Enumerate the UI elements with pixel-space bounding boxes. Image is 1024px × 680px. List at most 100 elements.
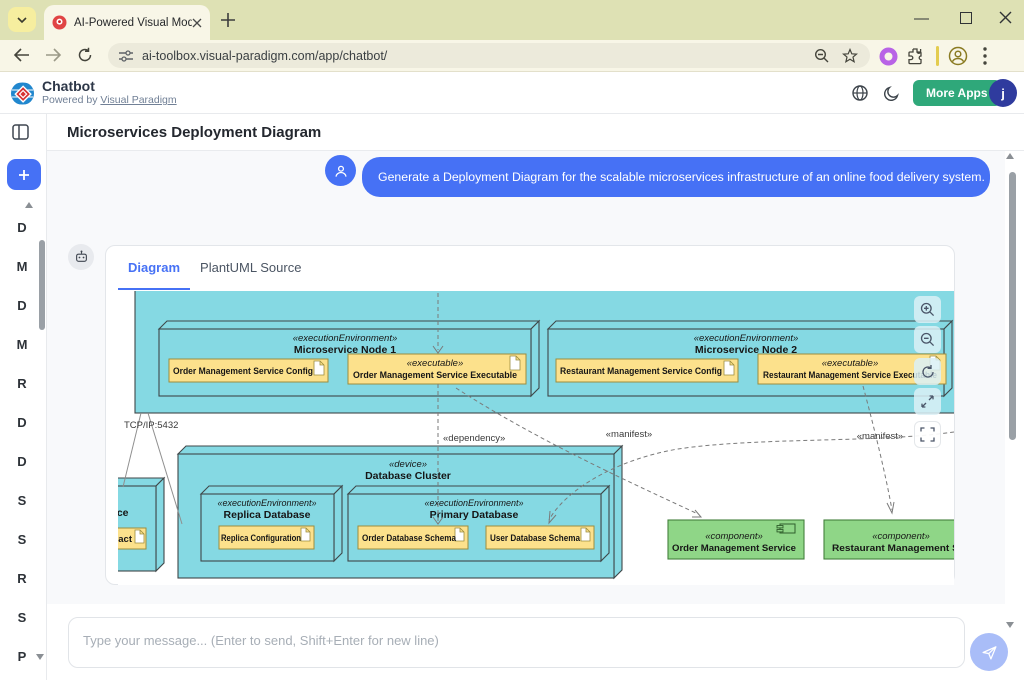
artifact-doc-icon bbox=[314, 361, 324, 375]
window-close-button[interactable] bbox=[999, 11, 1012, 24]
component1-stereotype: «component» bbox=[705, 531, 763, 542]
diagram-viewport[interactable]: rvice ntract «executionEnvironment» Micr… bbox=[118, 291, 954, 585]
sidebar-item-conversation[interactable]: D bbox=[13, 454, 31, 469]
message-input[interactable] bbox=[69, 618, 964, 667]
sidebar-scrollbar-thumb[interactable] bbox=[39, 240, 45, 330]
visual-paradigm-link[interactable]: Visual Paradigm bbox=[100, 94, 176, 106]
window-minimize-button[interactable]: — bbox=[914, 11, 929, 26]
partial-node-name: rvice bbox=[118, 507, 129, 519]
node1-exec-name: Order Management Service Executable bbox=[353, 370, 517, 381]
primary-stereotype: «executionEnvironment» bbox=[424, 498, 523, 508]
person-icon bbox=[332, 162, 350, 180]
artifact-doc-icon bbox=[724, 361, 734, 375]
deployment-diagram: rvice ntract «executionEnvironment» Micr… bbox=[118, 291, 954, 585]
sidebar-item-conversation[interactable]: M bbox=[13, 259, 31, 274]
forward-button[interactable] bbox=[42, 44, 64, 66]
sidebar-item-conversation[interactable]: P bbox=[13, 649, 31, 664]
component2-name: Restaurant Management Serv bbox=[832, 543, 954, 554]
sidebar-item-conversation[interactable]: D bbox=[13, 415, 31, 430]
chat-scrollbar-thumb[interactable] bbox=[1009, 172, 1016, 440]
tcp-label: TCP/IP:5432 bbox=[124, 420, 178, 431]
tab-title: AI-Powered Visual Modeling Ch bbox=[74, 17, 192, 29]
zoom-in-button[interactable] bbox=[914, 296, 941, 323]
new-chat-button[interactable] bbox=[7, 159, 41, 190]
send-button[interactable] bbox=[970, 633, 1008, 671]
dependency-label: «dependency» bbox=[443, 433, 505, 444]
fit-screen-button[interactable] bbox=[914, 388, 941, 415]
zoom-reset-button[interactable] bbox=[914, 358, 941, 385]
site-header: Chatbot Powered by Visual Paradigm More … bbox=[0, 72, 1024, 114]
tab-plantuml-source[interactable]: PlantUML Source bbox=[190, 246, 311, 290]
extension-ring-icon[interactable] bbox=[879, 47, 898, 66]
sidebar-item-conversation[interactable]: S bbox=[13, 493, 31, 508]
cluster-stereotype: «device» bbox=[389, 459, 427, 470]
sidebar-item-conversation[interactable]: D bbox=[13, 220, 31, 235]
back-button[interactable] bbox=[10, 44, 32, 66]
url-text: ai-toolbox.visual-paradigm.com/app/chatb… bbox=[142, 49, 814, 63]
profile-icon[interactable] bbox=[948, 46, 968, 66]
manifest-label-right: «manifest» bbox=[857, 431, 903, 442]
sidebar: D M D M R D D S S R S P bbox=[0, 114, 47, 680]
chat-scroll-down-arrow[interactable] bbox=[1006, 622, 1014, 628]
partial-artifact-label: ntract bbox=[118, 534, 133, 545]
tab-diagram[interactable]: Diagram bbox=[118, 246, 190, 290]
robot-icon bbox=[74, 250, 89, 265]
dark-mode-moon-icon[interactable] bbox=[884, 85, 900, 101]
node2-exec-name: Restaurant Management Service Executable bbox=[763, 370, 937, 381]
user-account-avatar[interactable]: j bbox=[989, 79, 1017, 107]
extensions-puzzle-icon[interactable] bbox=[906, 47, 924, 65]
diagram-result-card: Diagram PlantUML Source rvice ntract bbox=[105, 245, 955, 585]
sidebar-toggle-icon[interactable] bbox=[12, 124, 29, 140]
language-globe-icon[interactable] bbox=[852, 85, 868, 101]
fullscreen-button[interactable] bbox=[914, 421, 941, 448]
node2-config-artifact: Restaurant Management Service Config bbox=[560, 366, 722, 377]
app-title: Chatbot bbox=[42, 78, 177, 94]
page-title: Microservices Deployment Diagram bbox=[67, 124, 321, 141]
browser-menu-kebab-icon[interactable] bbox=[982, 46, 988, 66]
tab-close-icon[interactable] bbox=[192, 18, 202, 28]
sidebar-scroll-up-arrow[interactable] bbox=[25, 202, 33, 208]
conversation-title-bar: Microservices Deployment Diagram bbox=[47, 114, 1024, 151]
sidebar-item-conversation[interactable]: R bbox=[13, 376, 31, 391]
reload-button[interactable] bbox=[74, 44, 96, 66]
node1-exec-stereotype: «executable» bbox=[407, 358, 464, 369]
user-schema-artifact: User Database Schema bbox=[490, 533, 581, 544]
new-tab-button[interactable] bbox=[220, 12, 236, 28]
replica-config-artifact: Replica Configuration bbox=[221, 533, 301, 544]
tab-search-chevron-button[interactable] bbox=[8, 7, 36, 32]
url-bar[interactable]: ai-toolbox.visual-paradigm.com/app/chatb… bbox=[108, 43, 870, 68]
zoom-in-icon bbox=[920, 302, 935, 317]
zoom-out-icon bbox=[920, 332, 935, 347]
more-apps-button[interactable]: More Apps bbox=[913, 80, 1001, 106]
replica-stereotype: «executionEnvironment» bbox=[217, 498, 316, 508]
manifest-label-left: «manifest» bbox=[606, 429, 652, 440]
main-panel: Microservices Deployment Diagram Generat… bbox=[47, 114, 1024, 680]
primary-name: Primary Database bbox=[430, 509, 519, 521]
node2-stereotype: «executionEnvironment» bbox=[694, 333, 799, 344]
site-settings-icon[interactable] bbox=[118, 48, 134, 64]
window-maximize-button[interactable] bbox=[960, 12, 972, 24]
sidebar-item-conversation[interactable]: S bbox=[13, 532, 31, 547]
user-message-avatar bbox=[325, 155, 356, 186]
sidebar-item-conversation[interactable]: M bbox=[13, 337, 31, 352]
sidebar-item-conversation[interactable]: S bbox=[13, 610, 31, 625]
sidebar-scroll-down-arrow[interactable] bbox=[36, 654, 44, 660]
sidebar-item-conversation[interactable]: R bbox=[13, 571, 31, 586]
reset-view-icon bbox=[920, 364, 936, 380]
sidebar-item-conversation[interactable]: D bbox=[13, 298, 31, 313]
zoom-page-icon[interactable] bbox=[814, 48, 830, 64]
chevron-down-icon bbox=[16, 16, 28, 24]
browser-tab-active[interactable]: AI-Powered Visual Modeling Ch bbox=[44, 5, 210, 40]
zoom-out-button[interactable] bbox=[914, 326, 941, 353]
send-plane-icon bbox=[981, 644, 998, 661]
replica-name: Replica Database bbox=[224, 509, 311, 521]
bookmark-star-icon[interactable] bbox=[842, 48, 858, 64]
visual-paradigm-logo bbox=[10, 81, 35, 106]
powered-by: Powered by Visual Paradigm bbox=[42, 94, 177, 106]
chat-scroll-up-arrow[interactable] bbox=[1006, 153, 1014, 159]
tab-favicon bbox=[52, 15, 67, 30]
node1-config-artifact: Order Management Service Config bbox=[173, 366, 313, 377]
artifact-doc-icon bbox=[510, 356, 520, 370]
node2-exec-stereotype: «executable» bbox=[822, 358, 879, 369]
